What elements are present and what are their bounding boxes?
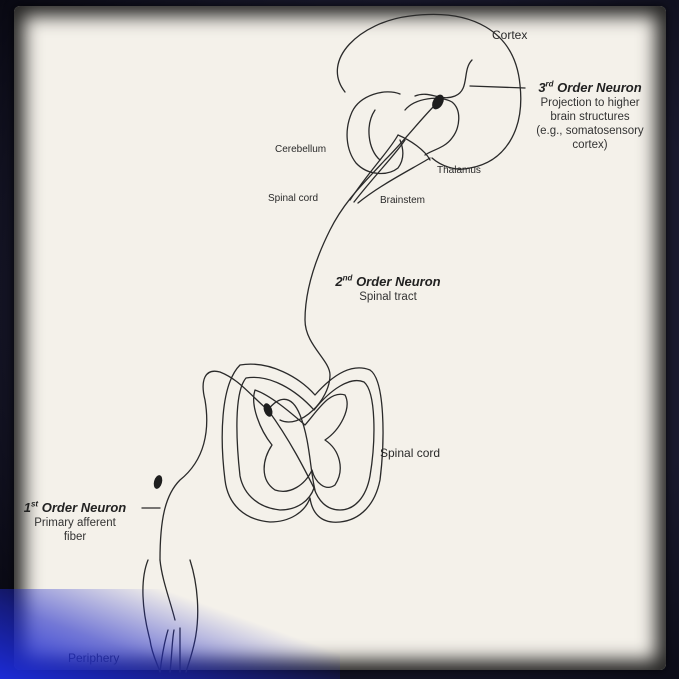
third-order-title: Order Neuron [557,80,642,95]
first-order-label: 1st Order Neuron Primary afferent fiber [0,500,150,544]
second-order-sup: nd [343,274,353,283]
spinal-cord-outer-2 [237,377,374,510]
label-brainstem: Brainstem [380,194,425,208]
third-order-line-4: cortex) [510,138,670,152]
brainstem-mid [354,140,405,202]
first-order-num: 1 [24,500,31,515]
third-order-line-3: (e.g., somatosensory [510,124,670,138]
third-order-line-2: brain structures [510,110,670,124]
third-order-num: 3 [538,80,545,95]
second-order-label: 2nd Order Neuron Spinal tract [318,274,458,304]
label-periphery: Periphery [68,651,119,665]
first-order-line-1: Primary afferent [0,516,150,530]
first-order-soma [152,474,163,490]
cerebellum-fold [369,110,380,160]
first-order-title: Order Neuron [42,500,127,515]
first-order-axon [160,371,268,560]
second-order-title: Order Neuron [356,274,441,289]
third-order-line-1: Projection to higher [510,96,670,110]
third-order-label: 3rd Order Neuron Projection to higher br… [510,80,670,152]
first-order-sup: st [31,500,38,509]
cortex-inner [415,60,472,98]
third-order-sup: rd [546,80,554,89]
paw-outline [143,560,198,672]
label-cerebellum: Cerebellum [275,143,326,157]
cerebellum-outline [347,92,403,174]
first-order-line-2: fiber [0,530,150,544]
peripheral-fiber [160,560,175,620]
second-order-num: 2 [335,274,342,289]
label-spinal-cord-top: Spinal cord [268,192,318,206]
label-spinal-cord-side: Spinal cord [380,446,440,460]
thalamus-outline [405,98,459,155]
label-cortex: Cortex [492,28,527,42]
label-thalamus: Thalamus [437,164,481,178]
paw-toes [160,628,180,672]
second-order-line-1: Spinal tract [318,290,458,304]
spinal-cord-outer [222,364,383,522]
